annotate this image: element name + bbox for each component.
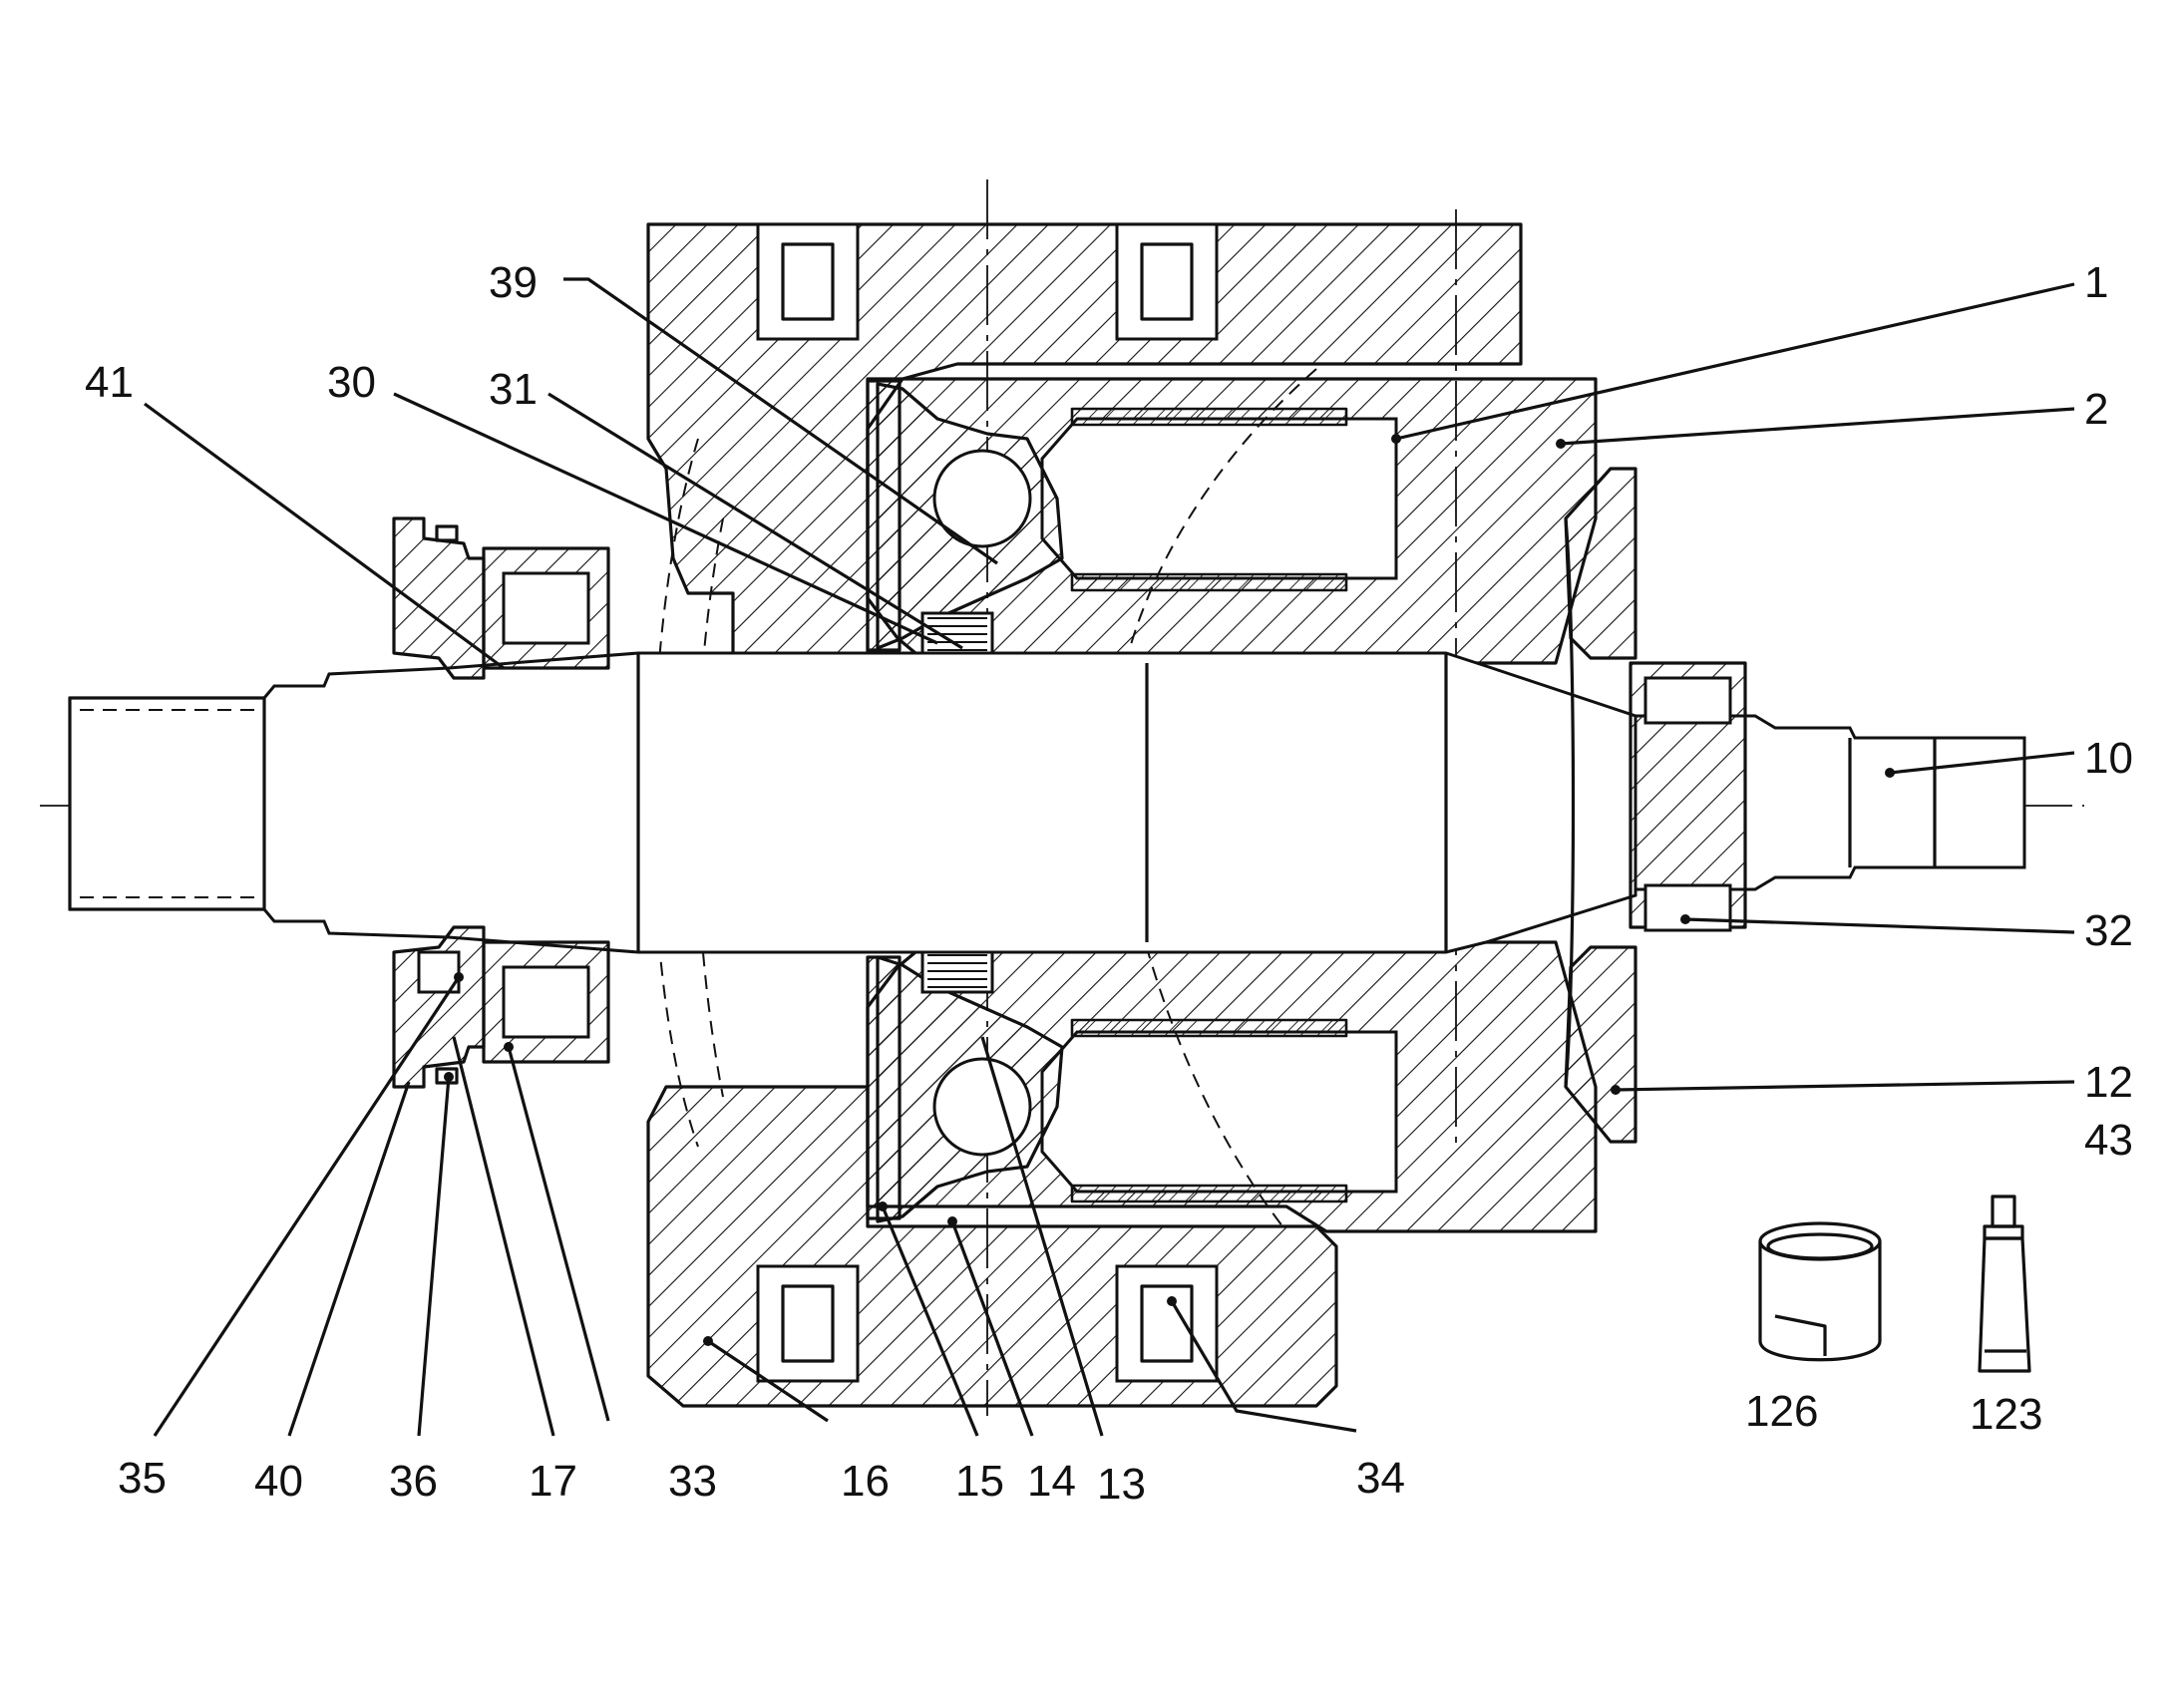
callout-123: 123: [1970, 1390, 2042, 1439]
callout-31: 31: [489, 365, 538, 414]
callout-12: 12: [2084, 1058, 2133, 1107]
callout-30: 30: [327, 358, 376, 407]
shaft-bearings: [482, 546, 1747, 1064]
leader-lines: [144, 277, 2075, 1437]
callout-34: 34: [1356, 1454, 1405, 1503]
sleeve-accessory: [1758, 1221, 1882, 1362]
callout-16: 16: [841, 1457, 890, 1506]
callout-33: 33: [668, 1457, 717, 1506]
callout-126: 126: [1745, 1387, 1818, 1436]
callout-15: 15: [955, 1457, 1004, 1506]
callout-40: 40: [254, 1457, 303, 1506]
callout-43: 43: [2084, 1116, 2133, 1165]
callout-36: 36: [389, 1457, 438, 1506]
leader-dots: [444, 434, 1895, 1346]
callout-32: 32: [2084, 906, 2133, 955]
callout-13: 13: [1097, 1460, 1146, 1509]
callout-35: 35: [118, 1454, 167, 1503]
callout-39: 39: [489, 258, 538, 307]
callout-41: 41: [85, 358, 134, 407]
callout-10: 10: [2084, 734, 2133, 783]
cylinder-block: [866, 368, 1598, 1233]
callout-2: 2: [2084, 385, 2108, 434]
valve-plate: [1564, 467, 1637, 1144]
piston-assemblies: [866, 379, 1064, 1223]
grease-tube-accessory: [1978, 1195, 2031, 1373]
callout-1: 1: [2084, 258, 2108, 307]
callout-17: 17: [529, 1457, 577, 1506]
callout-labels: 39 1 41 30 31 2 10 32 12 43 126 123 35 4…: [85, 258, 2133, 1509]
callout-14: 14: [1027, 1457, 1076, 1506]
